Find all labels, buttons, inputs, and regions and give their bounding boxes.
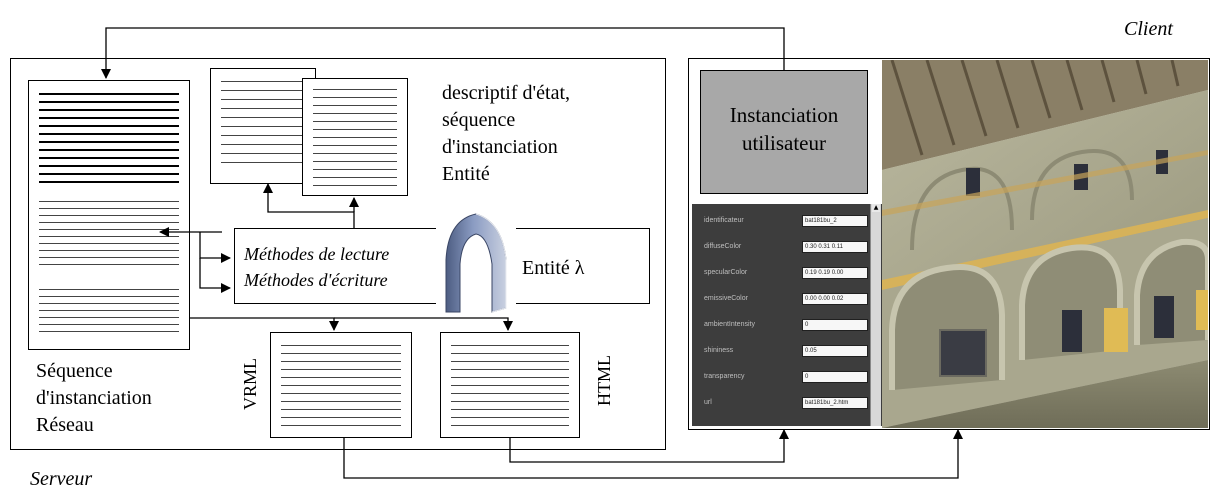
property-value-field[interactable]: 0.30 0.31 0.11 [802, 241, 868, 253]
property-name: ambientIntensity [704, 321, 755, 328]
state-document-front [302, 78, 408, 196]
property-name: diffuseColor [704, 243, 742, 250]
property-row: url bat181bu_2.htm [692, 394, 882, 414]
user-instanciation-label: Instanciation utilisateur [729, 103, 839, 155]
user-instanciation-box: Instanciation utilisateur [700, 70, 868, 194]
scroll-up-icon[interactable]: ▲ [872, 204, 880, 212]
client-label: Client [1124, 18, 1173, 40]
property-row: transparency 0 [692, 368, 882, 388]
property-name: specularColor [704, 269, 748, 276]
property-row: shininess 0.05 [692, 342, 882, 362]
read-methods-label: Méthodes de lecture [244, 244, 390, 264]
property-name: transparency [704, 373, 745, 380]
network-sequence-document [28, 80, 190, 350]
property-row: diffuseColor 0.30 0.31 0.11 [692, 238, 882, 258]
network-sequence-label: Séquence d'instanciation Réseau [36, 360, 152, 436]
entity-label: Entité λ [522, 257, 585, 279]
property-value-field[interactable]: 0.05 [802, 345, 868, 357]
property-name: url [704, 399, 712, 406]
state-descriptor-label: descriptif d'état, séquence d'instanciat… [442, 82, 570, 185]
property-name: identificateur [704, 217, 744, 224]
write-methods-label: Méthodes d'écriture [244, 270, 388, 290]
property-row: specularColor 0.19 0.19 0.00 [692, 264, 882, 284]
property-value-field[interactable]: 0 [802, 371, 868, 383]
property-value-field[interactable]: bat181bu_2 [802, 215, 868, 227]
property-value-field[interactable]: 0.19 0.19 0.00 [802, 267, 868, 279]
property-row: emissiveColor 0.00 0.00 0.02 [692, 290, 882, 310]
properties-panel: ▲ identificateur bat181bu_2 diffuseColor… [692, 204, 882, 426]
property-value-field[interactable]: 0.00 0.00 0.02 [802, 293, 868, 305]
property-value-field[interactable]: bat181bu_2.htm [802, 397, 868, 409]
property-name: emissiveColor [704, 295, 748, 302]
arch-icon [436, 212, 516, 316]
property-row: identificateur bat181bu_2 [692, 212, 882, 232]
scrollbar[interactable]: ▲ [870, 204, 881, 426]
building-3d-view[interactable] [882, 60, 1208, 428]
html-document [440, 332, 580, 438]
property-row: ambientIntensity 0 [692, 316, 882, 336]
property-value-field[interactable]: 0 [802, 319, 868, 331]
vrml-document [270, 332, 412, 438]
property-name: shininess [704, 347, 734, 354]
